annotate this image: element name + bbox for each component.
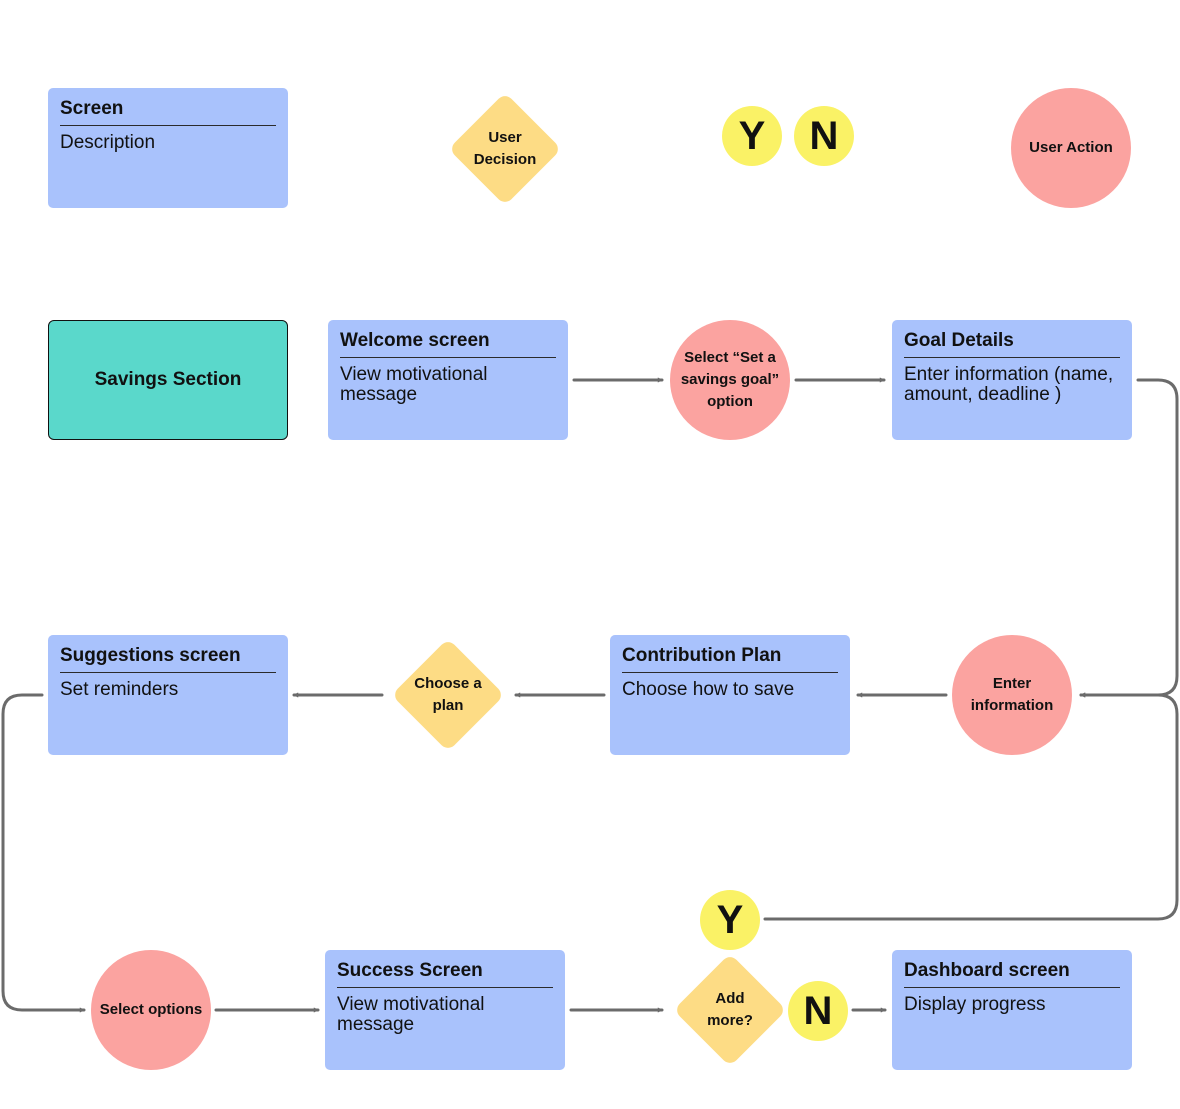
suggestions-screen-box: Suggestions screen Set reminders: [48, 635, 288, 755]
legend-screen-description: Description: [60, 132, 156, 153]
success-screen-title: Success Screen: [337, 960, 553, 988]
legend-screen-box: Screen Description: [48, 88, 288, 208]
choose-plan-diamond: Choose a plan: [391, 638, 505, 752]
goal-details-description: Enter information (name, amount, deadlin…: [904, 364, 1114, 405]
choose-plan-label: Choose a plan: [414, 675, 482, 714]
legend-decision-label: User Decision: [473, 129, 537, 168]
no-branch-badge: N: [788, 981, 848, 1041]
welcome-screen-description: View motivational message: [340, 364, 488, 405]
welcome-screen-title: Welcome screen: [340, 330, 556, 358]
goal-details-title: Goal Details: [904, 330, 1120, 358]
yes-branch-badge: Y: [700, 890, 760, 950]
connector-yes-loop-to-enter: [763, 692, 1179, 921]
success-screen-description: View motivational message: [337, 994, 485, 1035]
connector-goal-to-enter: [1079, 378, 1179, 698]
goal-details-box: Goal Details Enter information (name, am…: [892, 320, 1132, 440]
savings-section-box: Savings Section: [48, 320, 288, 440]
add-more-label: Add more?: [707, 990, 753, 1029]
select-savings-goal-action: Select “Set a savings goal” option: [670, 320, 790, 440]
legend-no-badge: N: [794, 106, 854, 166]
contribution-plan-description: Choose how to save: [622, 679, 795, 700]
welcome-screen-box: Welcome screen View motivational message: [328, 320, 568, 440]
legend-action-circle: User Action: [1011, 88, 1131, 208]
add-more-diamond: Add more?: [673, 953, 787, 1067]
select-options-action: Select options: [91, 950, 211, 1070]
legend-decision-diamond: User Decision: [448, 92, 562, 206]
connector-suggestions-to-select-options: [1, 693, 86, 1013]
dashboard-screen-box: Dashboard screen Display progress: [892, 950, 1132, 1070]
contribution-plan-title: Contribution Plan: [622, 645, 838, 673]
suggestions-screen-description: Set reminders: [60, 679, 179, 700]
legend-screen-title: Screen: [60, 98, 276, 126]
legend-yes-badge: Y: [722, 106, 782, 166]
enter-information-action: Enter information: [952, 635, 1072, 755]
suggestions-screen-title: Suggestions screen: [60, 645, 276, 673]
dashboard-screen-description: Display progress: [904, 994, 1046, 1015]
contribution-plan-box: Contribution Plan Choose how to save: [610, 635, 850, 755]
dashboard-screen-title: Dashboard screen: [904, 960, 1120, 988]
success-screen-box: Success Screen View motivational message: [325, 950, 565, 1070]
